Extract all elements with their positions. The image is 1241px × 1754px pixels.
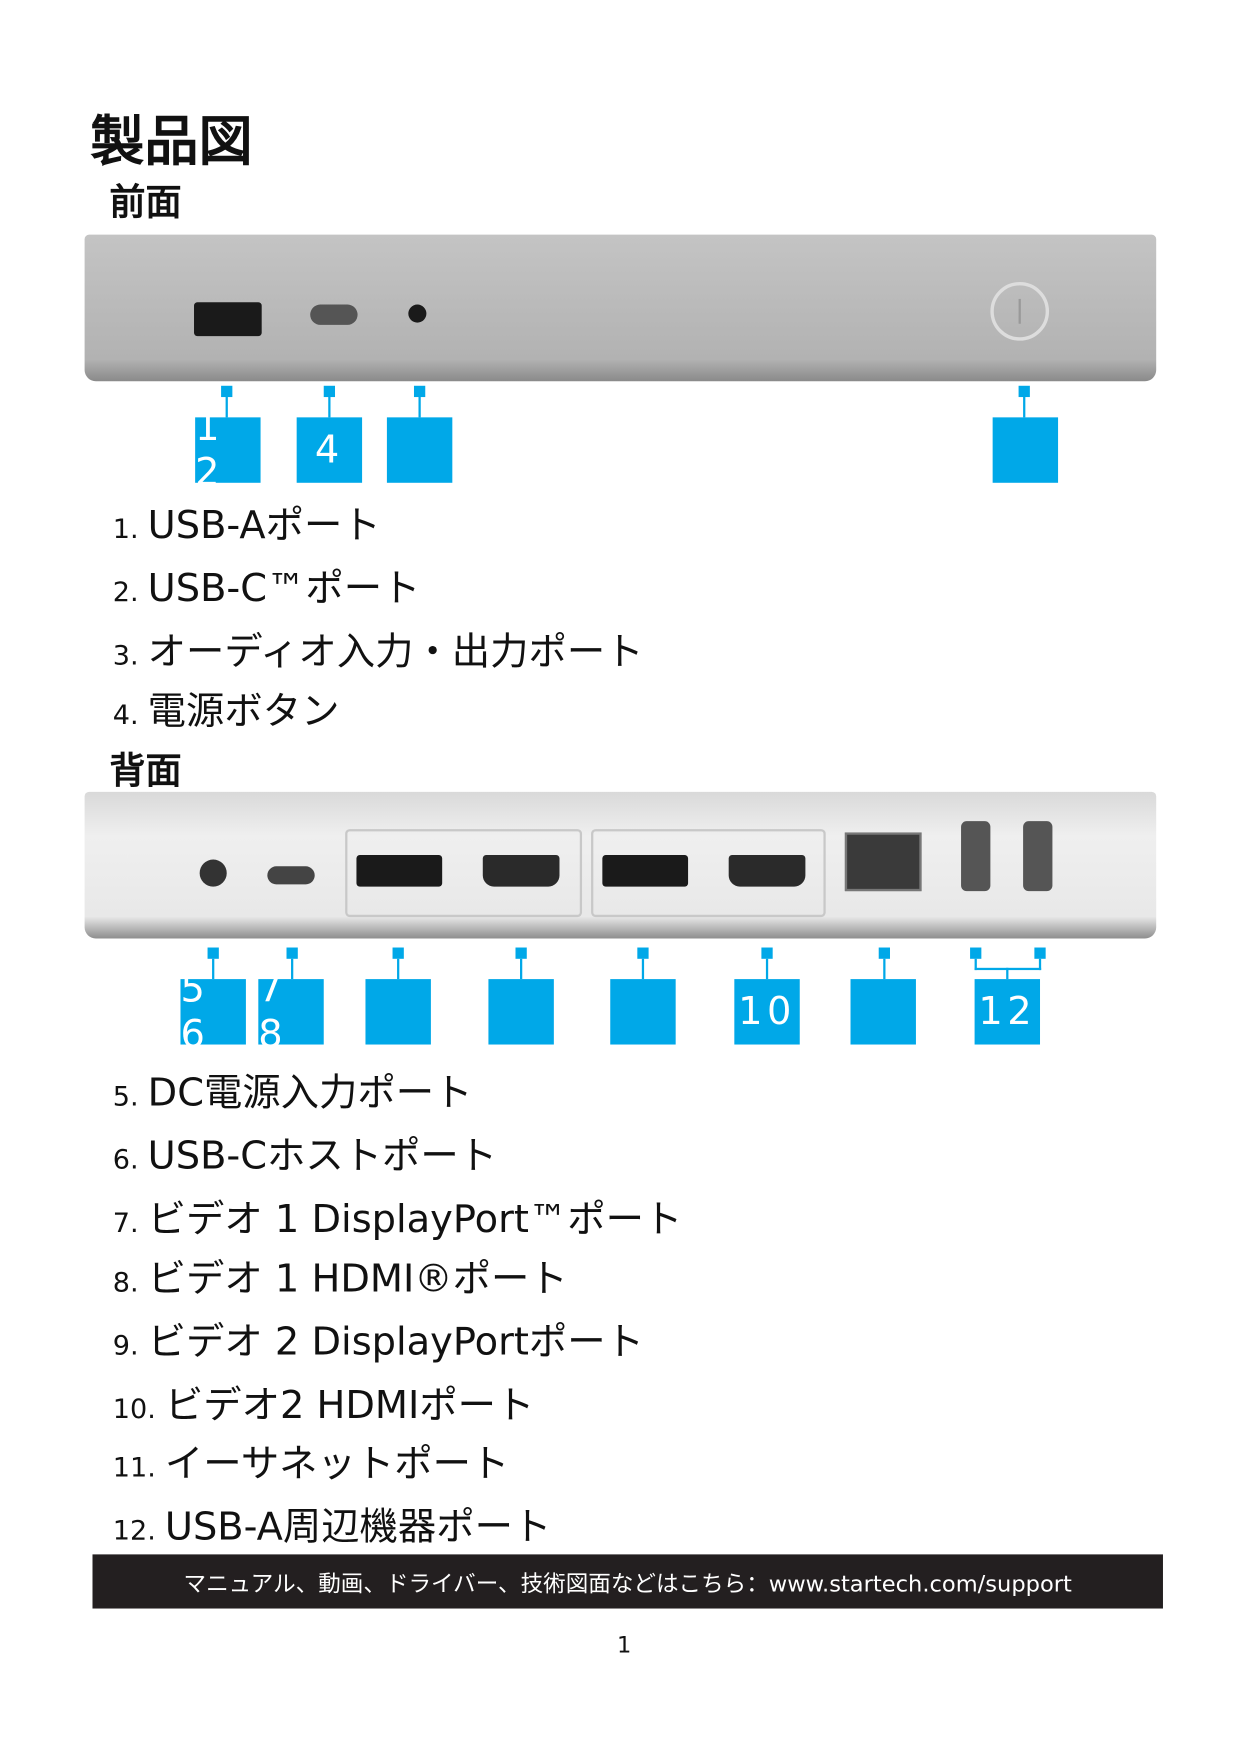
callout-7	[365, 979, 431, 1045]
page-title: 製品図	[90, 110, 253, 174]
list-item: 3.オーディオ入力・出力ポート	[112, 629, 644, 675]
callout-4: 4	[296, 417, 363, 483]
list-item: 6.USB-Cホストポート	[112, 1133, 498, 1179]
displayport-1-image	[356, 855, 443, 887]
list-item: 9.ビデオ 2 DisplayPortポート	[112, 1319, 644, 1365]
support-banner: マニュアル、動画、ドライバー、技術図面などはこちら：www.startech.c…	[92, 1554, 1163, 1609]
list-item: 11.イーサネットポート	[112, 1441, 510, 1487]
list-item: 1.USB-Aポート	[112, 503, 381, 549]
usb-c-port-image	[310, 304, 358, 325]
dc-jack-image	[199, 859, 227, 887]
list-item: 5.DC電源入力ポート	[112, 1070, 473, 1116]
list-item: 7.ビデオ 1 DisplayPort™ポート	[112, 1196, 683, 1242]
hdmi-1-image	[482, 855, 560, 887]
callout-11	[850, 979, 916, 1045]
callout-power	[992, 417, 1059, 483]
usb-a-port-image	[194, 302, 262, 337]
callout-12: 12	[974, 979, 1041, 1045]
list-item: 10.ビデオ2 HDMIポート	[112, 1382, 535, 1429]
page-number: 1	[617, 1631, 632, 1659]
list-item: 2.USB-C™ポート	[112, 566, 421, 612]
usb-a-port-image	[1023, 821, 1053, 892]
ethernet-port-image	[844, 832, 922, 892]
usb-c-port-image	[267, 866, 315, 885]
callout-10: 10	[734, 979, 800, 1045]
callout-9	[610, 979, 676, 1045]
displayport-2-image	[602, 855, 689, 887]
front-heading: 前面	[109, 180, 182, 224]
callout-5-6: 5 6	[180, 967, 246, 1057]
list-item: 8.ビデオ 1 HDMI®ポート	[112, 1256, 568, 1302]
back-heading: 背面	[109, 748, 182, 792]
dock-back-image	[84, 791, 1157, 939]
callout-3	[386, 417, 453, 483]
callout-7-8: 7 8	[258, 967, 324, 1057]
list-item: 12.USB-A周辺機器ポート	[112, 1504, 552, 1550]
power-button-image	[990, 282, 1050, 341]
audio-jack-image	[408, 304, 427, 323]
dock-front-image	[84, 234, 1157, 382]
list-item: 4.電源ボタン	[112, 689, 340, 735]
callout-8	[488, 979, 554, 1045]
hdmi-2-image	[728, 855, 806, 887]
usb-a-port-image	[961, 821, 991, 892]
callout-1-2: 1 2	[195, 405, 261, 495]
power-icon	[1018, 298, 1021, 324]
